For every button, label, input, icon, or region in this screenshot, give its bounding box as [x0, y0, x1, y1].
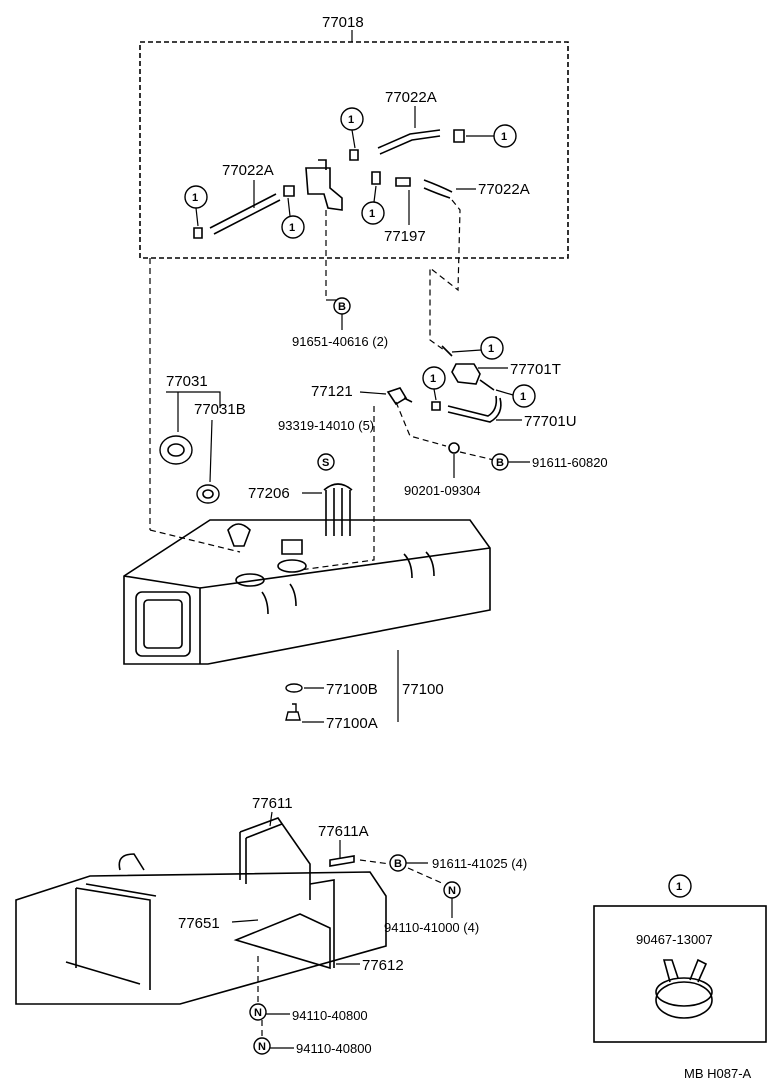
clip-callout-2: 1 — [493, 124, 517, 148]
label-tank-drain[interactable]: 77100A — [326, 715, 378, 732]
inset-clip-callout: 1 — [668, 874, 692, 898]
label-gasket[interactable]: 90201-09304 — [404, 483, 481, 498]
nut-callout-2: N — [249, 1003, 267, 1021]
assembly-box — [139, 41, 569, 259]
grommet — [159, 435, 193, 465]
hose-clamp-icon — [655, 958, 713, 1019]
filter-hose — [447, 395, 502, 423]
bolt-callout-2: B — [491, 453, 509, 471]
clip-callout-5: 1 — [361, 201, 385, 225]
fuel-filter — [451, 363, 481, 385]
tank-lower — [15, 853, 387, 1005]
label-hose-top[interactable]: 77022A — [385, 89, 437, 106]
band-pin — [329, 855, 355, 867]
svg-text:B: B — [338, 301, 346, 313]
valve-bracket — [305, 159, 343, 211]
label-band-pin[interactable]: 77611A — [318, 823, 369, 840]
tank-band-2 — [309, 879, 335, 968]
label-gauge[interactable]: 77206 — [248, 485, 290, 502]
label-bolt-b1[interactable]: 91651-40616 (2) — [292, 334, 388, 349]
label-grommet-b[interactable]: 77031B — [194, 401, 246, 418]
label-tank[interactable]: 77100 — [402, 681, 444, 698]
screw-callout: S — [317, 453, 335, 471]
label-filter-hose[interactable]: 77701U — [524, 413, 577, 430]
label-band-2[interactable]: 77612 — [362, 957, 404, 974]
label-hose-right[interactable]: 77022A — [478, 181, 530, 198]
label-nut-n1[interactable]: 94110-41000 (4) — [384, 920, 479, 935]
hose-top — [377, 129, 441, 155]
label-fitting[interactable]: 77121 — [311, 383, 353, 400]
clip-callout-8: 1 — [512, 384, 536, 408]
clip-callout-3: 1 — [184, 185, 208, 209]
fitting — [386, 387, 413, 406]
svg-text:N: N — [258, 1041, 266, 1053]
svg-text:N: N — [448, 885, 456, 897]
label-band-main[interactable]: 77611 — [252, 795, 293, 812]
nut-callout-3: N — [253, 1037, 271, 1055]
tank-plug — [285, 683, 303, 693]
svg-text:1: 1 — [369, 208, 375, 220]
hose-left — [209, 193, 281, 235]
label-tank-plug[interactable]: 77100B — [326, 681, 378, 698]
protector — [233, 913, 331, 970]
check-valve — [395, 177, 411, 187]
label-inset-part[interactable]: 90467-13007 — [636, 932, 713, 947]
label-valve[interactable]: 77197 — [384, 228, 426, 245]
bolt-callout-1: B — [333, 297, 351, 315]
fuel-gauge — [323, 483, 353, 536]
label-bolt-b2[interactable]: 91611-60820 — [532, 455, 608, 470]
svg-text:1: 1 — [348, 114, 354, 126]
bolt-callout-3: B — [389, 854, 407, 872]
label-clip-s[interactable]: 93319-14010 (5) — [278, 418, 374, 433]
clip-callout-1: 1 — [340, 107, 364, 131]
svg-text:1: 1 — [289, 222, 295, 234]
tank-band-left — [65, 883, 157, 990]
label-grommet[interactable]: 77031 — [166, 373, 208, 390]
gasket — [448, 442, 460, 454]
svg-text:N: N — [254, 1007, 262, 1019]
svg-text:1: 1 — [501, 131, 507, 143]
label-filter[interactable]: 77701T — [510, 361, 561, 378]
label-hose-left[interactable]: 77022A — [222, 162, 274, 179]
fuel-tank — [123, 519, 491, 665]
inset-box — [593, 905, 767, 1043]
label-nut-n2[interactable]: 94110-40800 — [292, 1008, 368, 1023]
svg-text:S: S — [322, 457, 329, 469]
clip-callout-6: 1 — [480, 336, 504, 360]
svg-text:B: B — [496, 457, 504, 469]
label-protector[interactable]: 77651 — [178, 915, 220, 932]
clip-callout-7: 1 — [422, 366, 446, 390]
tank-drain — [285, 703, 301, 721]
svg-text:1: 1 — [520, 391, 526, 403]
svg-text:B: B — [394, 858, 402, 870]
figure-ref: MB H087-A — [684, 1066, 752, 1081]
label-nut-n3[interactable]: 94110-40800 — [296, 1041, 372, 1056]
tank-band-main — [239, 817, 311, 900]
grommet-b — [196, 484, 220, 504]
clip-callout-4: 1 — [281, 215, 305, 239]
svg-text:1: 1 — [488, 343, 494, 355]
svg-text:1: 1 — [192, 192, 198, 204]
label-assembly[interactable]: 77018 — [322, 14, 364, 31]
hose-right — [423, 179, 453, 199]
nut-callout-1: N — [443, 881, 461, 899]
svg-text:1: 1 — [430, 373, 436, 385]
svg-text:1: 1 — [676, 881, 682, 893]
label-bolt-b3[interactable]: 91611-41025 (4) — [432, 856, 527, 871]
